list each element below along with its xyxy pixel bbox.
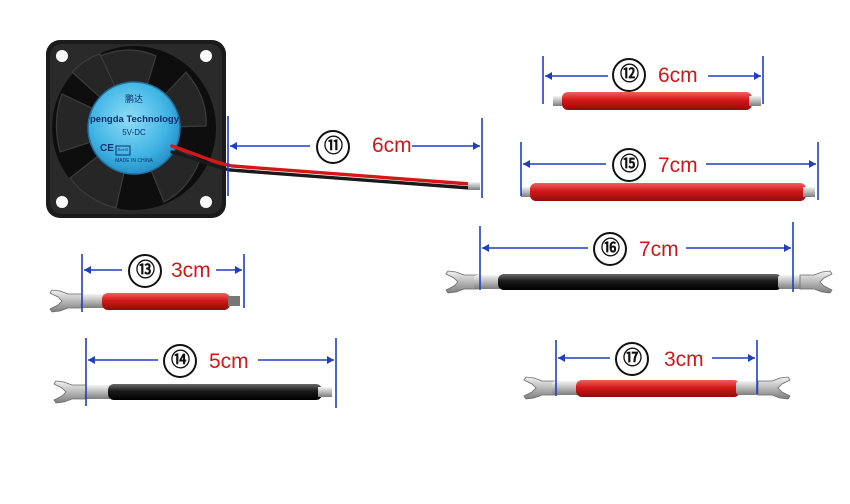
cable-13 xyxy=(49,289,240,313)
cable-length-12: 6cm xyxy=(658,64,698,87)
cable-number-17: ⑰ xyxy=(615,342,649,376)
cable-length-13: 3cm xyxy=(171,259,211,282)
dimension-lines xyxy=(81,56,819,408)
cable-number-15: ⑮ xyxy=(612,148,646,182)
rohs-mark xyxy=(115,145,131,156)
fan-voltage: 5V-DC xyxy=(122,128,146,137)
fan-rohs-mark: RoHS xyxy=(117,147,129,152)
cable-number-14: ⑭ xyxy=(163,344,197,378)
fan-made-in: MADE IN CHINA xyxy=(115,158,153,164)
fan-ce-mark: CE xyxy=(100,143,114,154)
cable-11 xyxy=(170,144,480,190)
fan xyxy=(46,40,226,218)
fan-brand-line: pengda Technology xyxy=(90,114,180,125)
fan-brand-chinese: 鹏达 xyxy=(124,95,143,105)
cable-length-11: 6cm xyxy=(372,134,412,157)
cable-16 xyxy=(445,270,833,294)
cable-15 xyxy=(521,183,815,201)
cable-number-12: ⑫ xyxy=(612,58,646,92)
cable-number-13: ⑬ xyxy=(128,254,162,288)
cable-14 xyxy=(53,380,332,404)
cable-number-11: ⑪ xyxy=(316,130,350,164)
cable-number-16: ⑯ xyxy=(593,232,627,266)
dimension-arrows xyxy=(84,72,816,364)
cable-length-16: 7cm xyxy=(639,238,679,261)
cable-length-15: 7cm xyxy=(658,154,698,177)
cable-length-14: 5cm xyxy=(209,350,249,373)
cable-length-17: 3cm xyxy=(664,348,704,371)
cable-17 xyxy=(523,376,791,400)
cable-12 xyxy=(553,92,761,110)
fan-sticker xyxy=(87,81,181,175)
